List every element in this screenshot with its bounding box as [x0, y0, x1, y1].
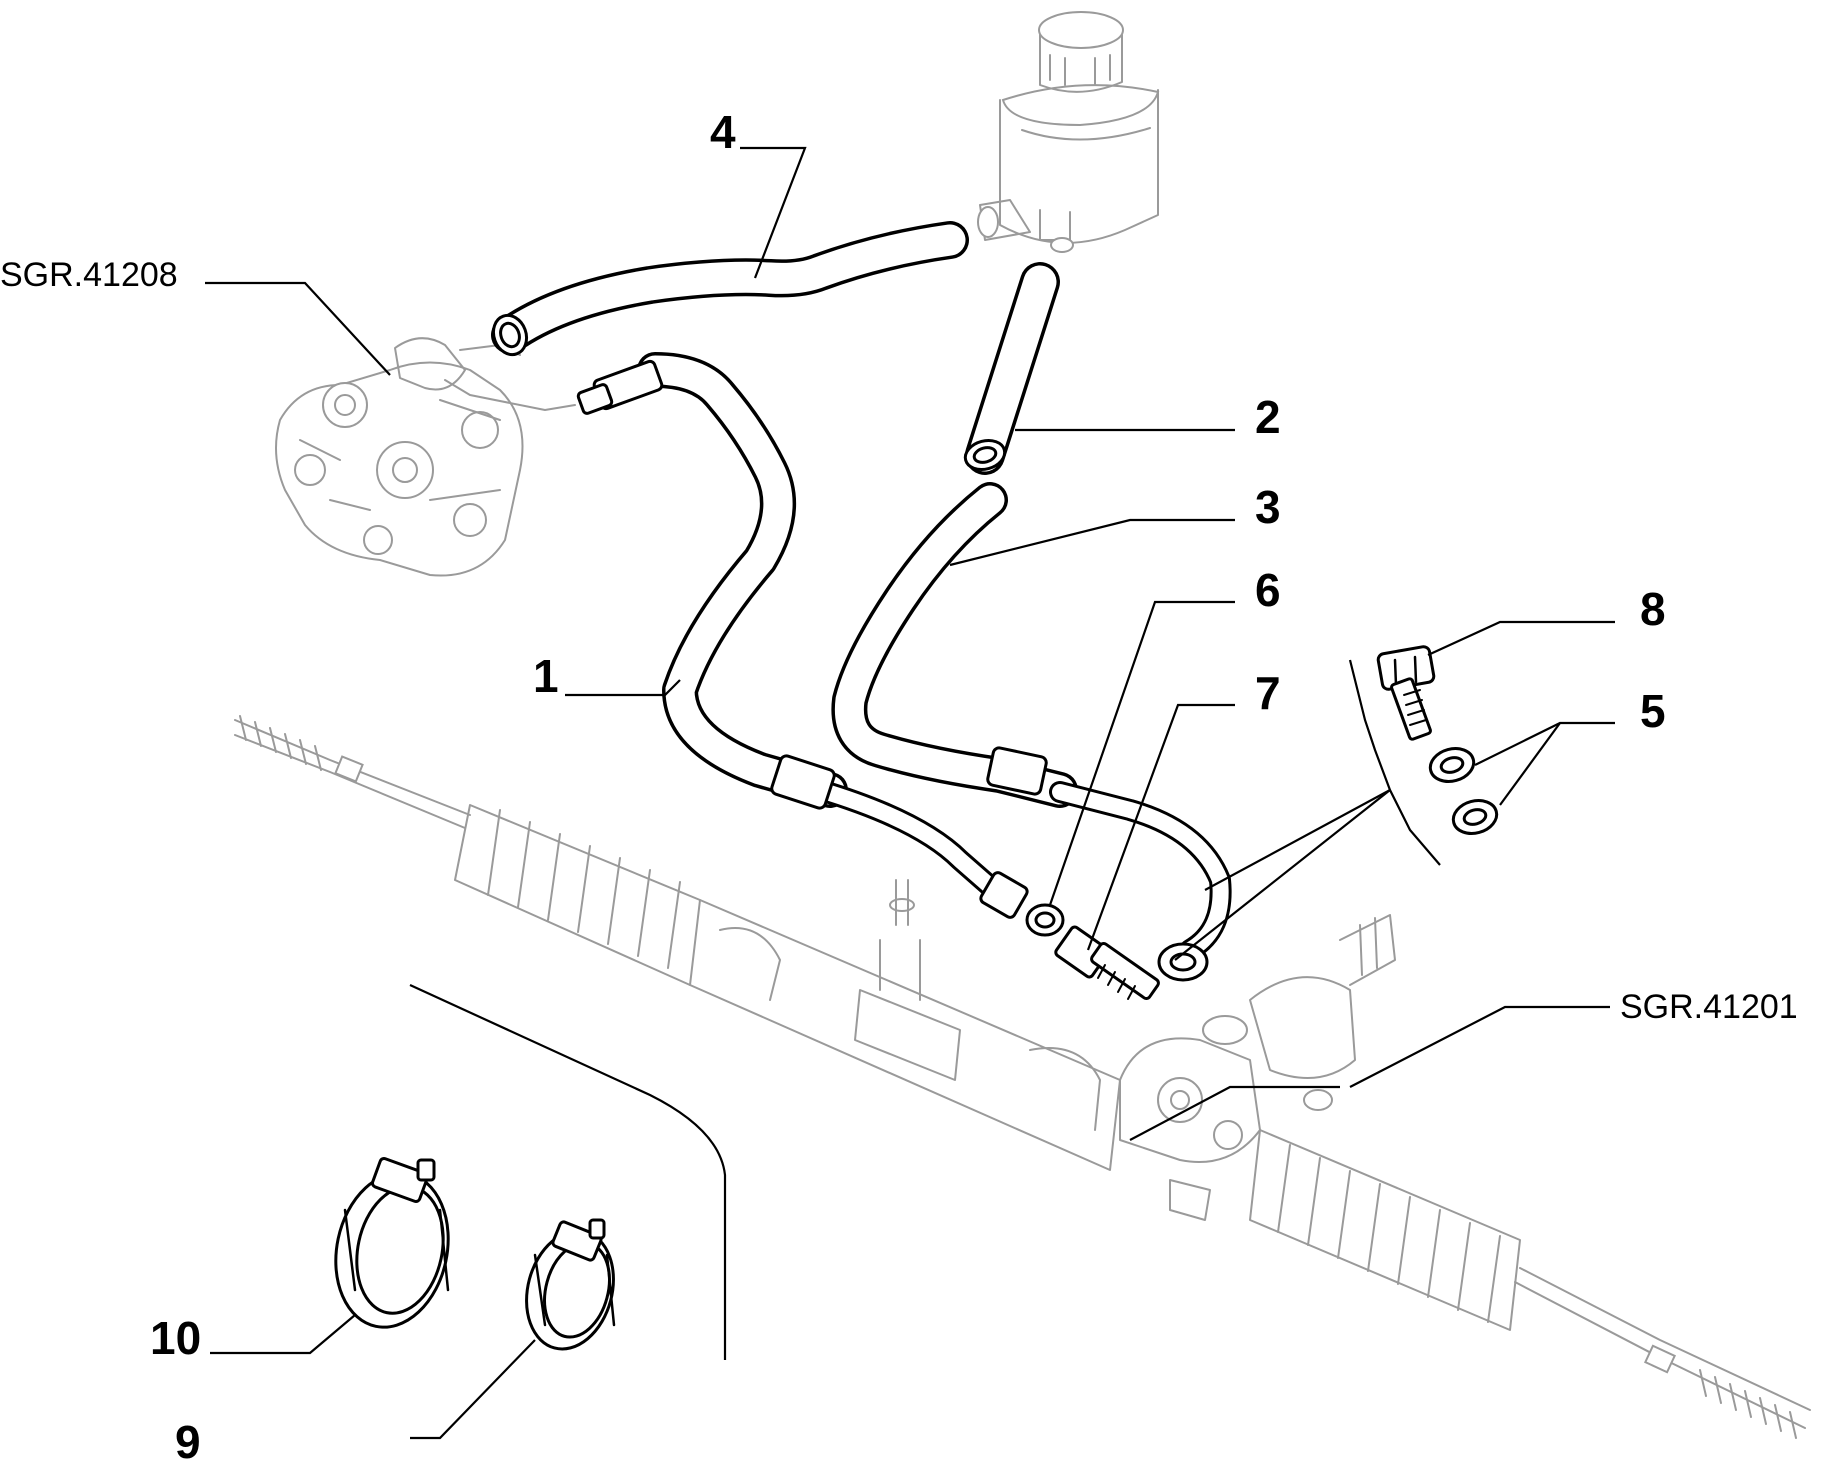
steering-rack: [234, 715, 1811, 1439]
leader-8: [1427, 620, 1615, 656]
callout-8: 8: [1640, 583, 1666, 635]
leader-7: [1086, 703, 1235, 951]
callout-labels: 1 2 3 4 5 6 7 8 9 10 SGR.41208 SGR.41201: [0, 106, 1798, 1459]
leader-4: [740, 146, 807, 279]
leader-3: [949, 518, 1235, 567]
callout-7: 7: [1255, 667, 1281, 719]
reference-sgr-41201: SGR.41201: [1620, 988, 1798, 1026]
leader-5d: [1204, 789, 1391, 891]
leader-5b: [1499, 722, 1561, 806]
parts-5-8-group: [1348, 645, 1499, 866]
power-steering-pump: [275, 337, 576, 577]
callout-1: 1: [533, 650, 559, 702]
callout-3: 3: [1255, 481, 1281, 533]
leader-10: [210, 1314, 356, 1355]
leader-6: [1048, 600, 1235, 906]
part-4-hose: [491, 221, 969, 357]
callout-6: 6: [1255, 564, 1281, 616]
part-1-pressure-line: [576, 352, 1029, 919]
leader-lines: [205, 146, 1615, 1440]
part-9-clamp: [525, 1218, 616, 1351]
reference-sgr-41208: SGR.41208: [0, 256, 178, 294]
leader-sgr41201: [1129, 1085, 1340, 1141]
fluid-reservoir: [977, 11, 1160, 253]
callout-10: 10: [150, 1312, 201, 1364]
leader-1: [565, 679, 681, 697]
leader-9: [410, 1339, 536, 1440]
callout-5: 5: [1640, 685, 1666, 737]
part-2-hose: [963, 262, 1060, 475]
leader-5c: [1174, 789, 1391, 961]
part-3-return-line: [831, 482, 1232, 982]
callout-2: 2: [1255, 391, 1281, 443]
callout-9: 9: [175, 1416, 201, 1459]
callout-4: 4: [710, 106, 736, 158]
group-separator-line: [409, 984, 727, 1360]
part-6-washer: [1025, 903, 1065, 937]
part-10-clamp: [334, 1156, 450, 1329]
leader-sgr41208: [205, 281, 391, 376]
part-7-fitting: [1054, 925, 1160, 1001]
leader-sgr41201-line: [1349, 1005, 1610, 1088]
